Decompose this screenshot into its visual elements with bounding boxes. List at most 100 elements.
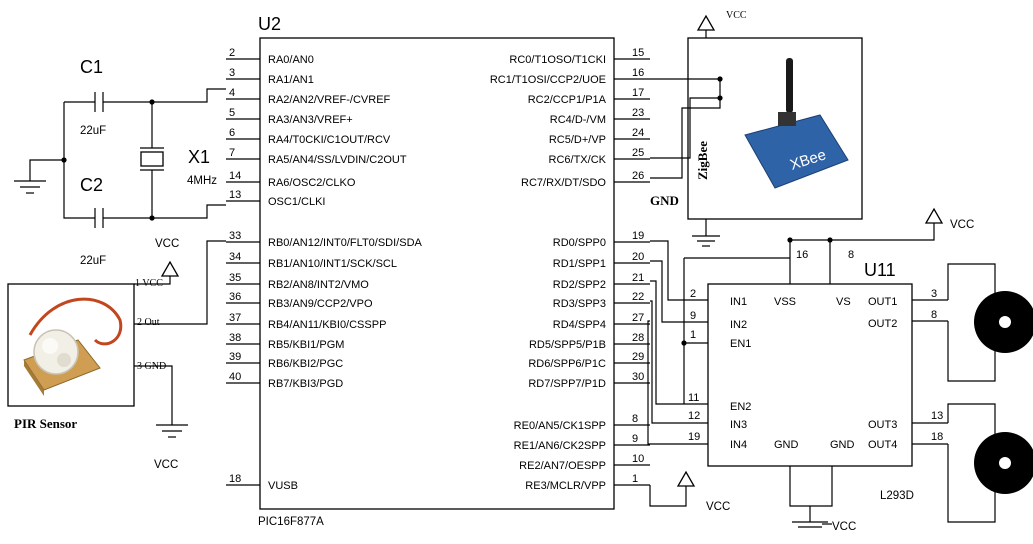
vcc-label: VCC — [154, 459, 178, 471]
mcu-pin-name: RB2/AN8/INT2/VMO — [268, 279, 369, 291]
mcu-pin-name: RB7/KBI3/PGD — [268, 378, 343, 390]
wire-mclr — [649, 485, 687, 507]
mcu-pin-number: 23 — [632, 107, 644, 119]
driver-ground-wire — [789, 466, 833, 522]
junction-dot — [681, 340, 687, 346]
mcu-pin-number: 37 — [229, 312, 241, 324]
mcu-pin-number: 20 — [632, 251, 644, 263]
wire-rd4 — [647, 320, 684, 445]
pin-out3-number: 13 — [931, 410, 943, 422]
pir-vcc-wire — [134, 276, 171, 285]
mcu-pin-name: RB0/AN12/INT0/FLT0/SDI/SDA — [268, 237, 423, 249]
mcu-pin-number: 33 — [229, 230, 241, 242]
mcu-pin-name: RC1/T1OSI/CCP2/UOE — [490, 74, 606, 86]
mcu-part: PIC16F877A — [258, 516, 324, 528]
mcu-pin-number: 38 — [229, 332, 241, 344]
mcu-pin-name: RD4/SPP4 — [553, 319, 606, 331]
mcu-pin-name: RE1/AN6/CK2SPP — [514, 440, 606, 452]
pin-en2-label: EN2 — [730, 401, 751, 413]
ground-icon — [14, 180, 46, 194]
c2-value: 22uF — [80, 255, 106, 267]
driver-vcc-label: VCC — [950, 219, 974, 231]
pin-out1-number: 3 — [931, 288, 937, 300]
mcu-pin-number: 30 — [632, 371, 644, 383]
mcu-pin-name: VUSB — [268, 480, 298, 492]
mcu-pin-number: 16 — [632, 67, 644, 79]
driver-part: L293D — [880, 490, 914, 502]
vcc-arrow-icon — [160, 260, 180, 277]
mcu-pin-number: 4 — [229, 87, 235, 99]
mcu-pin-name: RE3/MCLR/VPP — [525, 480, 606, 492]
mcu-pin-name: RB3/AN9/CCP2/VPO — [268, 298, 373, 310]
mcu-pin-number: 9 — [632, 433, 638, 445]
mcu-pin-number: 40 — [229, 371, 241, 383]
pin-in3-number: 12 — [688, 410, 700, 422]
mcu-pin-name: RD6/SPP6/P1C — [528, 358, 606, 370]
x1-label: X1 — [188, 147, 210, 167]
pir-sensor: PIR Sensor 1 VCC 2 Out 3 GND VCC VCC — [7, 238, 226, 471]
mcu-pin-number: 17 — [632, 87, 644, 99]
pin-vs-number: 8 — [848, 249, 854, 261]
uart-tx-wire — [650, 78, 721, 159]
junction-dot — [149, 99, 155, 105]
c1-value: 22uF — [80, 125, 106, 137]
osc-ground-wire — [29, 159, 64, 181]
pin-in1-number: 2 — [690, 288, 696, 300]
mcu-pin-number: 22 — [632, 291, 644, 303]
mcu-pin-name: RC6/TX/CK — [549, 154, 607, 166]
mcu-pin-number: 19 — [632, 230, 644, 242]
mcu-pin-number: 25 — [632, 147, 644, 159]
pin-in3-label: IN3 — [730, 419, 747, 431]
wire-rd1 — [650, 260, 684, 323]
mcu-driver-wiring: VCC — [647, 240, 790, 513]
xbee-module: ZigBee XBee GND VCC — [650, 10, 863, 247]
mcu-u2: U2 PIC16F877A 2RA0/AN03RA1/AN14RA2/AN2/V… — [226, 14, 650, 528]
pin-out3-label: OUT3 — [868, 419, 897, 431]
mcu-pin-number: 21 — [632, 272, 644, 284]
pin-in4-number: 19 — [688, 431, 700, 443]
pin-out2-number: 8 — [931, 309, 937, 321]
mcu-ref: U2 — [258, 14, 281, 34]
mclr-vcc-label: VCC — [706, 501, 730, 513]
pin-out4-label: OUT4 — [868, 439, 897, 451]
mcu-left-pins: 2RA0/AN03RA1/AN14RA2/AN2/VREF-/CVREF5RA3… — [226, 47, 423, 492]
mcu-pin-name: RB6/KBI2/PGC — [268, 358, 343, 370]
mcu-pin-name: RB4/AN11/KBI0/CSSPP — [268, 319, 386, 331]
ground-icon — [692, 235, 720, 247]
wire-rd3 — [650, 300, 684, 424]
pir-pin2: 2 Out — [137, 317, 160, 328]
mcu-body — [259, 37, 615, 510]
mcu-pin-name: RA2/AN2/VREF-/CVREF — [268, 94, 391, 106]
wire-rd2 — [650, 280, 684, 405]
mcu-pin-number: 2 — [229, 47, 235, 59]
vcc-arrow-icon — [924, 207, 944, 224]
mcu-pin-number: 26 — [632, 170, 644, 182]
c2-label: C2 — [80, 175, 103, 195]
mcu-pin-number: 29 — [632, 351, 644, 363]
mcu-pin-name: RD1/SPP1 — [553, 258, 606, 270]
mcu-pin-name: RC4/D-/VM — [550, 114, 606, 126]
mcu-pin-name: RD7/SPP7/P1D — [528, 378, 606, 390]
junction-dot — [787, 237, 793, 243]
mcu-pin-number: 34 — [229, 251, 241, 263]
mcu-pin-name: RC5/D+/VP — [549, 134, 606, 146]
mcu-pin-name: RD0/SPP0 — [553, 237, 606, 249]
pin-in2-number: 9 — [690, 310, 696, 322]
mcu-pin-number: 6 — [229, 127, 235, 139]
mcu-pin-number: 24 — [632, 127, 644, 139]
mcu-pin-number: 15 — [632, 47, 644, 59]
mcu-pin-name: RC2/CCP1/P1A — [528, 94, 607, 106]
pin-in2-label: IN2 — [730, 319, 747, 331]
driver-u11: U11 L293D IN1 IN2 EN1 EN2 IN3 IN4 VSS VS… — [684, 207, 974, 533]
mcu-pin-name: RA0/AN0 — [268, 54, 314, 66]
pin-out1-label: OUT1 — [868, 296, 897, 308]
motor-2 — [947, 403, 1033, 523]
x1-frequency: 4MHz — [187, 175, 217, 187]
vcc-arrow-icon — [676, 470, 696, 487]
pin-out4-number: 18 — [931, 431, 943, 443]
mcu-pin-number: 3 — [229, 67, 235, 79]
pin-vss-number: 16 — [796, 249, 808, 261]
motor-1 — [947, 263, 1033, 382]
vcc-arrow-icon — [696, 14, 716, 31]
pir-gnd-wire — [134, 365, 173, 425]
